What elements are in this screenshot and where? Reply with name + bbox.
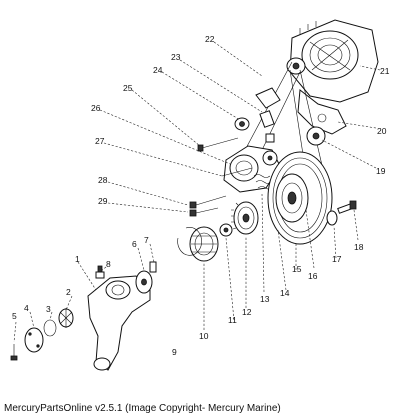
bushing [265, 133, 275, 143]
callout-6: 6 [132, 239, 137, 249]
idler-pulley [306, 126, 326, 146]
gear-pulley [231, 201, 259, 235]
callout-22: 22 [205, 34, 215, 44]
belt-tensioner [234, 87, 281, 131]
callout-5: 5 [12, 311, 17, 321]
callout-3: 3 [46, 304, 51, 314]
fitting [95, 265, 105, 279]
callout-8: 8 [106, 259, 111, 269]
callout-10: 10 [199, 331, 209, 341]
alternator [286, 19, 379, 103]
cover-screw [10, 344, 18, 361]
callout-1: 1 [75, 254, 80, 264]
impeller [58, 308, 74, 328]
callout-14: 14 [280, 288, 290, 298]
callout-4: 4 [24, 303, 29, 313]
long-bolts [189, 137, 253, 217]
callout-24: 24 [153, 65, 163, 75]
callout-11: 11 [228, 315, 237, 325]
callout-20: 20 [377, 126, 387, 136]
callout-9: 9 [172, 347, 177, 357]
callout-15: 15 [292, 264, 302, 274]
callout-7: 7 [144, 235, 149, 245]
leader-lines [13, 41, 381, 343]
tensioner-body [223, 145, 281, 193]
callout-26: 26 [91, 103, 101, 113]
coupler [219, 223, 233, 237]
crankshaft-pulley [267, 151, 333, 245]
callout-23: 23 [171, 52, 181, 62]
cover-plate [24, 327, 44, 353]
callout-17: 17 [332, 254, 342, 264]
callout-2: 2 [66, 287, 71, 297]
callout-27: 27 [95, 136, 105, 146]
callout-18: 18 [354, 242, 364, 252]
callout-13: 13 [260, 294, 270, 304]
callout-labels: 1 2 3 4 5 6 7 8 9 10 11 12 13 14 15 16 1… [12, 34, 390, 357]
callout-21: 21 [380, 66, 390, 76]
callout-29: 29 [98, 196, 108, 206]
callout-16: 16 [308, 271, 318, 281]
pump-housing [87, 275, 151, 371]
pump-gear [135, 270, 153, 294]
drive-key [149, 261, 157, 273]
alternator-bracket [297, 89, 347, 135]
snap-ring [177, 227, 202, 256]
pulley-bolt [326, 200, 357, 226]
callout-12: 12 [242, 307, 252, 317]
callout-19: 19 [376, 166, 386, 176]
o-ring [43, 319, 57, 337]
callout-25: 25 [123, 83, 133, 93]
roller-bearing [189, 226, 219, 262]
callout-28: 28 [98, 175, 108, 185]
image-caption: MercuryPartsOnline v2.5.1 (Image Copyrig… [4, 403, 281, 414]
